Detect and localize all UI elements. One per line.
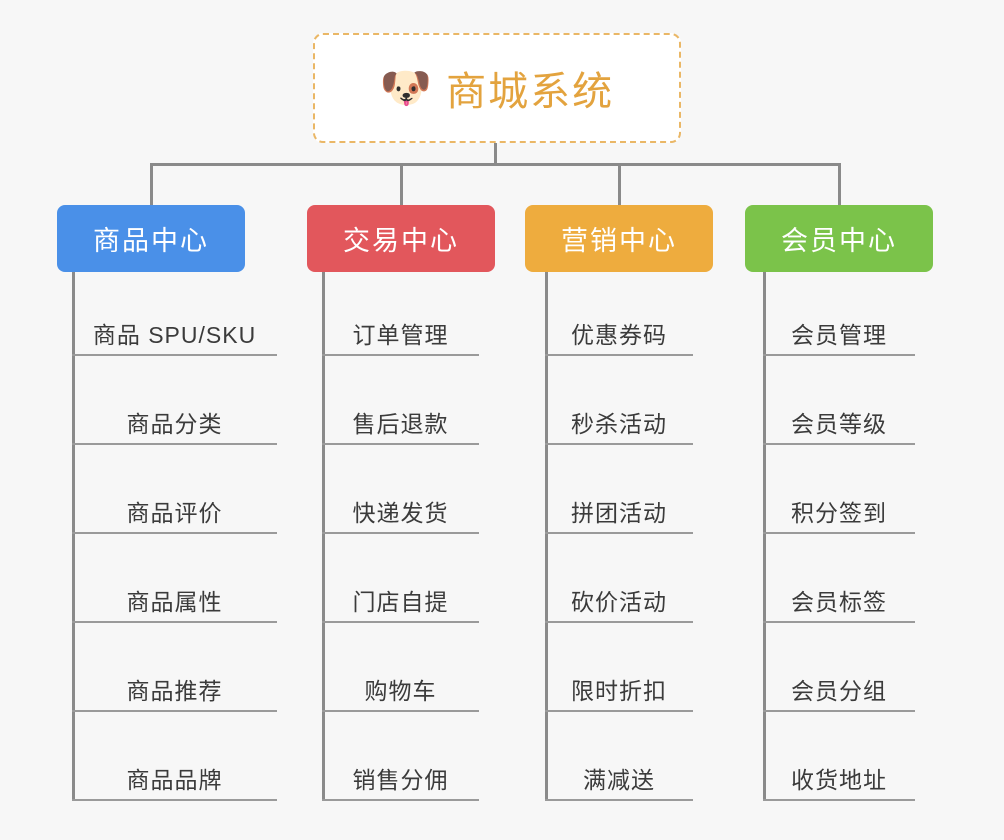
leaf-item-label: 砍价活动 <box>571 589 667 615</box>
leaf-item-label: 商品 SPU/SKU <box>92 322 257 348</box>
leaf-item-label: 销售分佣 <box>352 767 449 793</box>
leaf-item-label: 会员管理 <box>791 322 887 348</box>
leaf-item-label: 限时折扣 <box>571 678 667 704</box>
leaf-item[interactable]: 商品推荐 <box>72 666 277 712</box>
column-spine-product-center <box>72 272 75 801</box>
leaf-item-label: 商品属性 <box>126 589 223 615</box>
leaf-item-label: 订单管理 <box>352 322 449 348</box>
leaf-item-label: 商品推荐 <box>126 678 223 704</box>
leaf-item-label: 会员等级 <box>791 411 887 437</box>
leaf-item-label: 积分签到 <box>791 500 887 526</box>
connector-drop-trade-center <box>399 163 403 205</box>
leaf-item-label: 快递发货 <box>352 500 449 526</box>
leaf-item[interactable]: 砍价活动 <box>545 577 693 623</box>
connector-horizontal-bus <box>150 163 840 166</box>
leaf-item-label: 会员分组 <box>791 678 887 704</box>
leaf-item-label: 拼团活动 <box>571 500 667 526</box>
leaf-item[interactable]: 购物车 <box>322 666 479 712</box>
leaf-item[interactable]: 快递发货 <box>322 488 479 534</box>
leaf-item[interactable]: 门店自提 <box>322 577 479 623</box>
leaf-item[interactable]: 商品评价 <box>72 488 277 534</box>
leaf-item[interactable]: 拼团活动 <box>545 488 693 534</box>
connector-drop-member-center <box>837 163 841 205</box>
leaf-item-label: 购物车 <box>364 678 437 704</box>
leaf-item-label: 秒杀活动 <box>571 411 667 437</box>
leaf-item[interactable]: 会员管理 <box>763 310 915 356</box>
column-spine-marketing-center <box>545 272 548 801</box>
leaf-item[interactable]: 满减送 <box>545 755 693 801</box>
category-label-member-center: 会员中心 <box>781 226 897 256</box>
leaf-item-label: 会员标签 <box>791 589 887 615</box>
leaf-item-label: 商品评价 <box>126 500 223 526</box>
leaf-item[interactable]: 商品品牌 <box>72 755 277 801</box>
category-label-marketing-center: 营销中心 <box>561 226 677 256</box>
root-node[interactable]: 🐶 商城系统 <box>313 33 681 143</box>
leaf-item[interactable]: 优惠券码 <box>545 310 693 356</box>
leaf-item[interactable]: 会员标签 <box>763 577 915 623</box>
connector-drop-marketing-center <box>617 163 621 205</box>
leaf-item-label: 优惠券码 <box>571 322 667 348</box>
leaf-item[interactable]: 商品分类 <box>72 399 277 445</box>
leaf-item[interactable]: 会员等级 <box>763 399 915 445</box>
leaf-item[interactable]: 收货地址 <box>763 755 915 801</box>
leaf-item-label: 满减送 <box>583 767 655 793</box>
root-node-content: 🐶 商城系统 <box>380 59 614 117</box>
leaf-item[interactable]: 销售分佣 <box>322 755 479 801</box>
leaf-item[interactable]: 售后退款 <box>322 399 479 445</box>
leaf-item[interactable]: 秒杀活动 <box>545 399 693 445</box>
leaf-item[interactable]: 商品 SPU/SKU <box>72 310 277 356</box>
leaf-item-label: 收货地址 <box>791 767 887 793</box>
leaf-item[interactable]: 商品属性 <box>72 577 277 623</box>
leaf-item-label: 商品分类 <box>126 411 223 437</box>
category-box-trade-center[interactable]: 交易中心 <box>307 205 495 272</box>
column-spine-member-center <box>763 272 766 801</box>
leaf-item[interactable]: 积分签到 <box>763 488 915 534</box>
leaf-item[interactable]: 会员分组 <box>763 666 915 712</box>
root-title: 商城系统 <box>446 70 615 114</box>
category-label-trade-center: 交易中心 <box>343 226 459 256</box>
leaf-item[interactable]: 订单管理 <box>322 310 479 356</box>
connector-root-stem <box>494 143 497 165</box>
leaf-item-label: 售后退款 <box>352 411 449 437</box>
category-label-product-center: 商品中心 <box>93 226 209 256</box>
connector-drop-product-center <box>149 163 153 205</box>
category-box-marketing-center[interactable]: 营销中心 <box>525 205 713 272</box>
dog-face-icon: 🐶 <box>379 64 433 111</box>
category-box-product-center[interactable]: 商品中心 <box>57 205 245 272</box>
category-box-member-center[interactable]: 会员中心 <box>745 205 933 272</box>
leaf-item-label: 商品品牌 <box>126 767 223 793</box>
leaf-item[interactable]: 限时折扣 <box>545 666 693 712</box>
column-spine-trade-center <box>322 272 325 801</box>
leaf-item-label: 门店自提 <box>352 589 449 615</box>
